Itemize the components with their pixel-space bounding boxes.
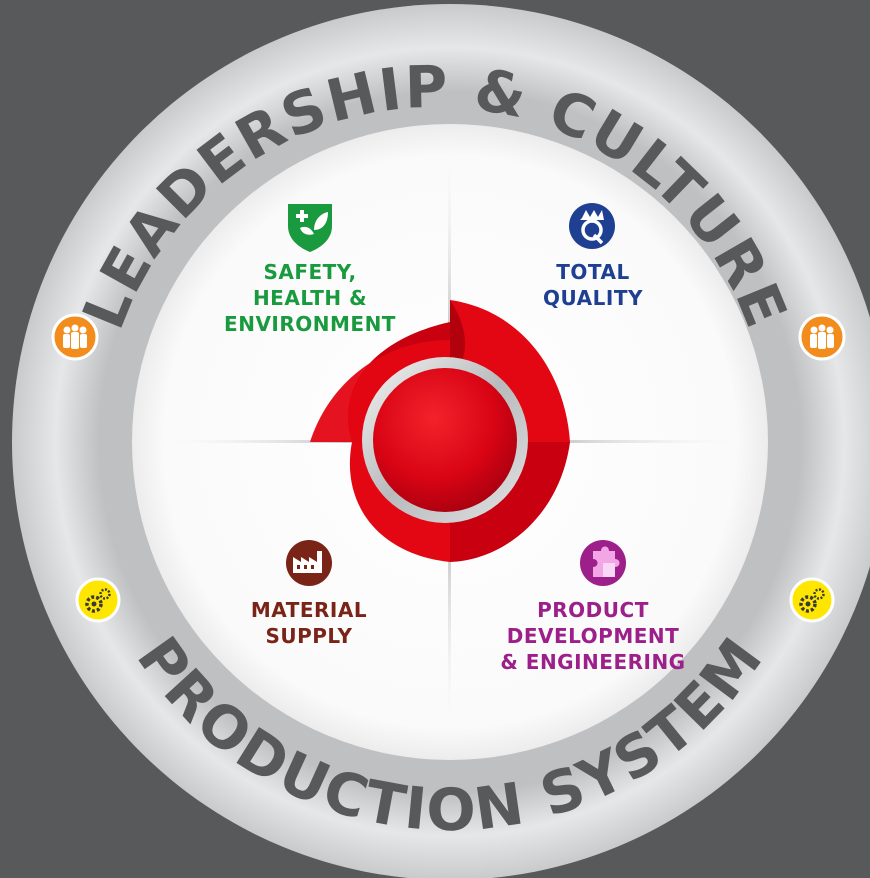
quadrant-product-label: PRODUCT DEVELOPMENT & ENGINEERING — [488, 597, 698, 675]
quadrant-safety-line-2: HEALTH & — [252, 286, 368, 310]
crown-q-icon — [569, 203, 615, 249]
quadrant-safety-line-3: ENVIRONMENT — [224, 312, 396, 336]
gears-icon — [75, 577, 121, 623]
people-icon — [798, 313, 846, 361]
quadrant-quality-label: TOTAL QUALITY — [513, 259, 673, 311]
quadrant-material-label: MATERIAL SUPPLY — [224, 597, 394, 649]
quadrant-safety-line-1: SAFETY, — [263, 260, 357, 284]
quadrant-quality-line-1: TOTAL — [556, 260, 630, 284]
quadrant-product-line-3: & ENGINEERING — [500, 650, 686, 674]
people-icon — [51, 313, 99, 361]
quadrant-product-line-2: DEVELOPMENT — [506, 624, 680, 648]
quadrant-product-line-1: PRODUCT — [537, 598, 649, 622]
puzzle-icon — [580, 540, 626, 586]
center-button — [373, 368, 517, 512]
gears-icon — [789, 577, 835, 623]
quadrant-quality-line-2: QUALITY — [543, 286, 643, 310]
quadrant-material-line-2: SUPPLY — [265, 624, 353, 648]
quadrant-material-line-1: MATERIAL — [250, 598, 368, 622]
factory-icon — [286, 540, 332, 586]
shield-cross-leaf-icon — [288, 204, 332, 252]
quadrant-safety-label: SAFETY, HEALTH & ENVIRONMENT — [215, 259, 405, 337]
